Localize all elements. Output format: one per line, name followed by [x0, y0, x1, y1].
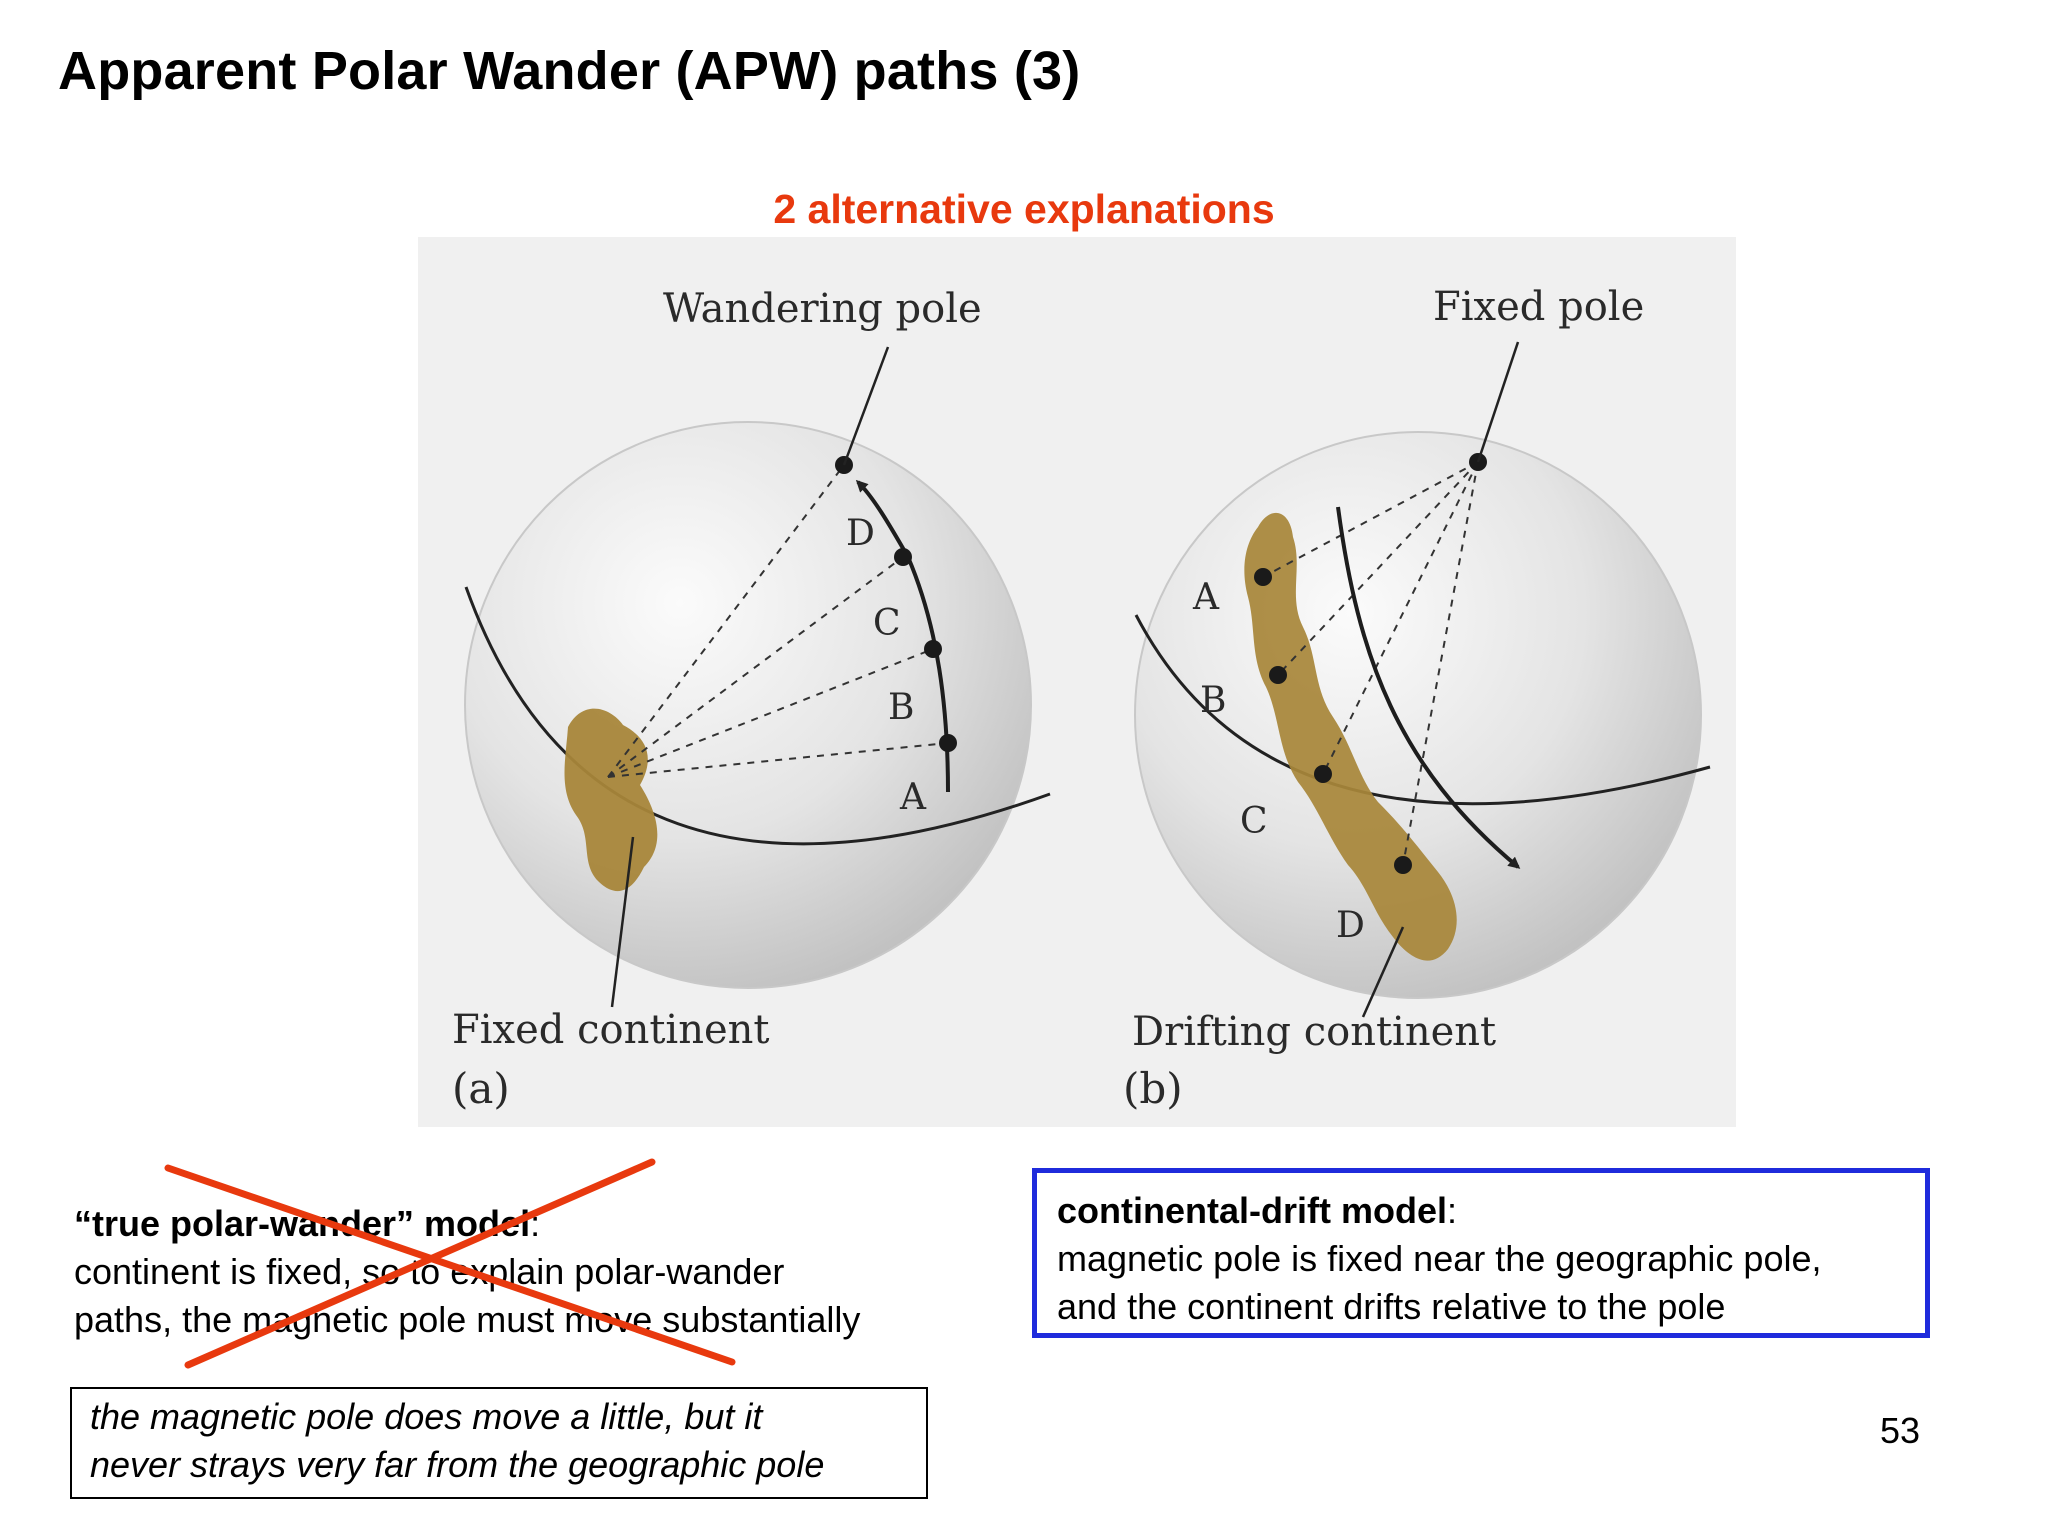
drifting-continent-shape: [1244, 512, 1457, 961]
fixed-continent-leader: [610, 836, 635, 1008]
wandering-pole-label: Wandering pole: [663, 286, 982, 332]
panel-b-label: (b): [1123, 1064, 1183, 1113]
true-polar-wander-colon: :: [530, 1203, 541, 1244]
continent-position-a: [1254, 568, 1272, 586]
drifting-continent-leader: [1361, 926, 1405, 1018]
panel-a-label: (a): [452, 1064, 510, 1113]
path-label-a: A: [899, 777, 927, 818]
fixed-continent-shape: [564, 708, 658, 892]
path-label-d: D: [846, 513, 875, 554]
continental-drift-heading: continental-drift model:: [1057, 1187, 1925, 1235]
continental-drift-box: continental-drift model: magnetic pole i…: [1032, 1168, 1930, 1338]
continent-position-d: [1394, 856, 1412, 874]
path-label-b: B: [888, 687, 914, 728]
pole-sight-lines-b: [1262, 461, 1479, 866]
position-label-d: D: [1336, 905, 1365, 946]
globe-a: [464, 421, 1032, 989]
true-polar-wander-model-name: “true polar-wander” model: [74, 1203, 531, 1244]
slide-subtitle: 2 alternative explanations: [773, 186, 1275, 232]
true-polar-wander-heading: “true polar-wander” model:: [74, 1200, 974, 1248]
continental-drift-model-name: continental-drift model: [1057, 1190, 1447, 1231]
pole-position-c: [924, 640, 942, 658]
page-number: 53: [1880, 1410, 1921, 1451]
polar-wander-path-a: [855, 479, 950, 793]
path-label-c: C: [873, 603, 901, 644]
continental-drift-colon: :: [1447, 1190, 1458, 1231]
pole-position-d: [894, 548, 912, 566]
drifting-continent-label: Drifting continent: [1132, 1009, 1496, 1055]
fixed-pole-leader: [1476, 341, 1520, 463]
pole-sight-lines-a: [607, 464, 949, 778]
panel-a: D C B A Wandering pole Fixed continent (…: [452, 286, 1051, 1113]
equator-a: [464, 586, 1051, 846]
slide-title: Apparent Polar Wander (APW) paths (3): [58, 41, 1081, 101]
note-line2: never strays very far from the geographi…: [90, 1444, 825, 1485]
position-label-b: B: [1200, 680, 1226, 721]
position-label-a: A: [1192, 577, 1220, 618]
panel-b: A B C D Fixed pole Drifting continent (b…: [1123, 284, 1711, 1113]
position-label-c: C: [1240, 801, 1268, 842]
continental-drift-line1: magnetic pole is fixed near the geograph…: [1057, 1238, 1822, 1279]
continent-position-c: [1314, 765, 1332, 783]
wandering-pole-leader: [842, 346, 890, 466]
crossed-out-mark: [164, 1158, 736, 1369]
fixed-pole-label: Fixed pole: [1433, 284, 1644, 330]
note-line1: the magnetic pole does move a little, bu…: [90, 1396, 763, 1437]
fixed-continent-label: Fixed continent: [452, 1007, 769, 1053]
true-polar-wander-text: “true polar-wander” model: continent is …: [74, 1200, 974, 1344]
true-polar-wander-line2: paths, the magnetic pole must move subst…: [74, 1299, 861, 1340]
drift-direction-arrow: [1336, 506, 1521, 869]
polar-wander-figure: D C B A Wandering pole Fixed continent (…: [418, 237, 1736, 1127]
magnetic-pole-note: the magnetic pole does move a little, bu…: [70, 1387, 928, 1499]
continental-drift-line2: and the continent drifts relative to the…: [1057, 1286, 1726, 1327]
cross-stroke-1: [164, 1164, 736, 1366]
cross-stroke-2: [184, 1158, 656, 1369]
pole-position-b: [939, 734, 957, 752]
continent-position-b: [1269, 666, 1287, 684]
figure-svg: D C B A Wandering pole Fixed continent (…: [452, 284, 1711, 1113]
